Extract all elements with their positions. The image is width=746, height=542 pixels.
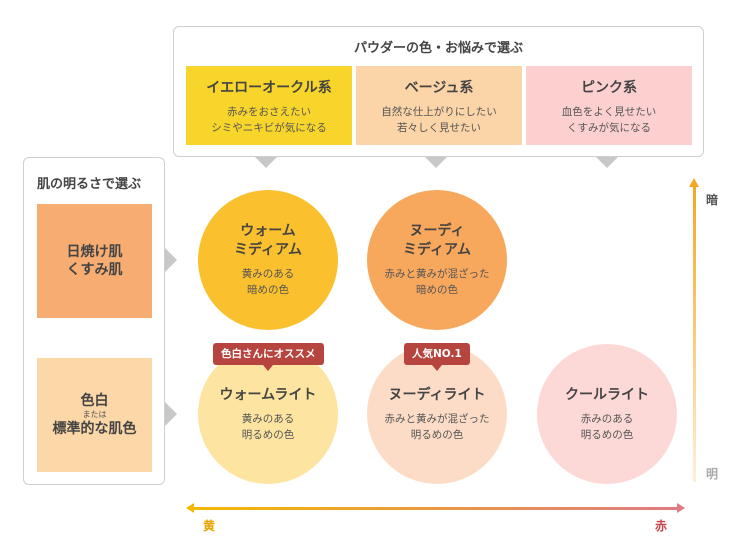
- type-pink-desc: 血色をよく見せたい くすみが気になる: [526, 104, 692, 136]
- skin-dark-line-2: くすみ肌: [66, 262, 123, 278]
- skin-light-line-2: 標準的な肌色: [52, 421, 137, 437]
- badge-recommended-fair-skin: 色白さんにオススメ: [213, 343, 324, 371]
- shade-cool-light-desc: 赤みのある 明るめの色: [581, 411, 634, 443]
- horizontal-hue-axis: [193, 507, 677, 510]
- shade-cool-light-desc-2: 明るめの色: [580, 428, 634, 441]
- arrow-right-light: [165, 402, 177, 426]
- shade-nudie-medium-name-1: ヌーディ: [409, 223, 465, 239]
- shade-nudie-medium-desc-1: 赤みと黄みが混ざった: [384, 268, 490, 280]
- axis-label-yellow: 黄: [203, 519, 216, 533]
- shade-warm-medium-name-2: ミディアム: [233, 242, 303, 258]
- badge-most-popular: 人気NO.1: [404, 343, 470, 371]
- arrow-right-dark: [165, 248, 177, 272]
- type-pink-title: ピンク系: [581, 80, 637, 96]
- type-beige-desc-1: 自然な仕上がりにしたい: [381, 106, 497, 118]
- powder-color-panel: パウダーの色・お悩みで選ぶ イエローオークル系 赤みをおさえたい シミやニキビが…: [173, 26, 704, 157]
- shade-nudie-light-desc: 赤みと黄みが混ざった 明るめの色: [385, 411, 490, 443]
- vertical-brightness-axis: [693, 186, 696, 482]
- shade-cool-light-name: クールライト: [565, 386, 649, 403]
- type-pink-desc-2: くすみが気になる: [567, 122, 651, 134]
- skin-light-line-1: 色白: [80, 393, 109, 409]
- shade-warm-light-desc-1: 黄みのある: [241, 412, 295, 425]
- shade-nudie-light-desc-2: 明るめの色: [410, 428, 464, 441]
- skin-light-box: 色白 または 標準的な肌色: [37, 358, 152, 472]
- shade-nudie-light-name: ヌーディライト: [388, 386, 486, 403]
- arrow-down-pink: [596, 157, 618, 168]
- shade-warm-light-name: ウォームライト: [219, 386, 317, 403]
- arrow-down-beige: [425, 157, 447, 168]
- shade-warm-medium-name-1: ウォーム: [240, 223, 296, 239]
- type-beige-title: ベージュ系: [404, 80, 474, 96]
- type-yellow-ochre-desc: 赤みをおさえたい シミやニキビが気になる: [186, 104, 352, 136]
- shade-warm-medium: ウォーム ミディアム 黄みのある 暗めの色: [198, 190, 338, 330]
- shade-nudie-light-desc-1: 赤みと黄みが混ざった: [384, 412, 490, 425]
- skin-panel-title: 肌の明るさで選ぶ: [37, 177, 142, 192]
- type-yellow-ochre-title: イエローオークル系: [206, 80, 332, 96]
- shade-warm-light-desc: 黄みのある 明るめの色: [242, 411, 295, 443]
- vertical-axis-arrow-icon: [689, 178, 699, 187]
- skin-brightness-panel: 肌の明るさで選ぶ 日焼け肌 くすみ肌 色白 または 標準的な肌色: [23, 157, 165, 485]
- axis-label-red: 赤: [655, 519, 668, 533]
- shade-warm-medium-desc-2: 暗めの色: [247, 284, 289, 296]
- shade-nudie-medium-desc-2: 暗めの色: [416, 284, 458, 296]
- horizontal-axis-left-arrow-icon: [186, 503, 194, 513]
- type-pink-desc-1: 血色をよく見せたい: [561, 106, 657, 118]
- shade-cool-light-desc-1: 赤みのある: [580, 412, 634, 425]
- arrow-down-yellow: [255, 157, 277, 168]
- shade-warm-medium-desc-1: 黄みのある: [241, 268, 295, 280]
- type-yellow-ochre-desc-2: シミやニキビが気になる: [211, 122, 327, 134]
- shade-nudie-medium: ヌーディ ミディアム 赤みと黄みが混ざった 暗めの色: [367, 190, 507, 330]
- skin-light-or: または: [82, 410, 107, 419]
- shade-cool-light: クールライト 赤みのある 明るめの色: [537, 344, 677, 484]
- horizontal-axis-right-arrow-icon: [677, 503, 685, 513]
- type-beige-desc: 自然な仕上がりにしたい 若々しく見せたい: [356, 104, 522, 136]
- type-pink: ピンク系 血色をよく見せたい くすみが気になる: [526, 66, 692, 145]
- shade-nudie-medium-name-2: ミディアム: [402, 242, 472, 258]
- type-beige: ベージュ系 自然な仕上がりにしたい 若々しく見せたい: [356, 66, 522, 145]
- shade-warm-light-desc-2: 明るめの色: [241, 428, 295, 441]
- axis-label-dark: 暗: [706, 193, 719, 207]
- shade-nudie-medium-desc: 赤みと黄みが混ざった 暗めの色: [385, 266, 490, 298]
- skin-dark-line-1: 日焼け肌: [66, 244, 123, 260]
- skin-dark-box: 日焼け肌 くすみ肌: [37, 204, 152, 318]
- powder-panel-title: パウダーの色・お悩みで選ぶ: [353, 41, 523, 56]
- type-beige-desc-2: 若々しく見せたい: [397, 122, 481, 134]
- type-yellow-ochre-desc-1: 赤みをおさえたい: [227, 106, 311, 118]
- type-yellow-ochre: イエローオークル系 赤みをおさえたい シミやニキビが気になる: [186, 66, 352, 145]
- axis-label-light: 明: [706, 467, 719, 481]
- shade-warm-medium-desc: 黄みのある 暗めの色: [242, 266, 295, 298]
